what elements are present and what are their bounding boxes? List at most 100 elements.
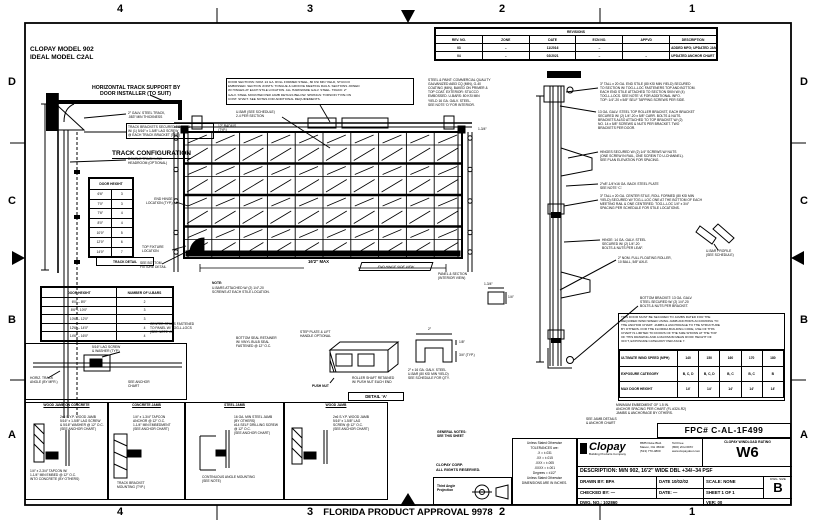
note-line: TRACK BRACKETS SECURED TO JAMB xyxy=(128,125,190,129)
table-cell: APPVD xyxy=(622,35,671,44)
zone-right-b: B xyxy=(800,314,808,326)
version-cell: VER: 00 xyxy=(703,498,792,506)
wing-label: U-BAR PROFILE(SEE SCHEDULE) xyxy=(706,249,734,257)
note-line: GALVANIZED A653 CQ (MIN), G-40 xyxy=(428,82,482,87)
track-radius-note: 12″ RADIUS(TYP.) xyxy=(218,124,236,132)
elevation-line xyxy=(438,229,458,238)
anchor-chart-note: THIS DOOR MUST BE SECURED TO JAMBS RATED… xyxy=(619,314,784,350)
jamb-panel-foot: 1/4″ x 2-3/4″ TAPCON W/1-1/4″ MIN EMBED … xyxy=(30,469,79,481)
note-line: TOP COAT. EXTERIOR: STUCCO xyxy=(428,90,479,95)
elevation-line xyxy=(381,147,403,161)
windload-label: CLOPAY WINDLOAD RATING xyxy=(724,440,771,444)
strut-profile-sketch xyxy=(415,333,457,363)
table-cell: 14′6″ – 16′0″ xyxy=(41,331,117,341)
third-angle-symbol xyxy=(472,484,509,500)
note-line: (513) 770-4800 xyxy=(640,448,661,453)
elevation-line xyxy=(173,249,179,255)
zone-left-a: A xyxy=(8,429,16,441)
elevation-line xyxy=(438,134,458,144)
elevation-line xyxy=(467,198,473,204)
table-cell: – xyxy=(575,51,624,60)
elevation-line xyxy=(243,229,263,238)
elevation-line xyxy=(173,229,179,236)
elevation-line xyxy=(467,135,473,141)
elevation-line xyxy=(187,134,207,144)
table-cell: B, C xyxy=(719,365,742,382)
track-configuration-title: TRACK CONFIGURATION xyxy=(112,150,191,160)
table-row: REVISIONS xyxy=(435,28,717,36)
table-row: 14′6″ – 16′0″4 xyxy=(41,331,173,341)
elevation-line xyxy=(382,229,402,238)
track-support-note-2: DOOR INSTALLER (TO SUIT) xyxy=(100,91,171,97)
jamb-panel-title: WOOD JAMB ON CONCRETE xyxy=(43,403,90,407)
note-line: FASTENED @ 12″ O.C. xyxy=(236,344,272,349)
strut-dim-34: 3/4″ (TYP.) xyxy=(459,353,475,357)
note-line: HINGE: 14 GA. GALV. STEEL xyxy=(602,238,646,242)
elevation-line xyxy=(270,179,292,193)
note-line: .XX = ±.015 xyxy=(536,455,553,460)
elevation-line xyxy=(297,210,320,224)
note-line: 3″ TALL x 20 GA. CENTER STILE, ROLL FORM… xyxy=(600,194,695,198)
date1-cell: DATE 10/02/02 xyxy=(656,476,703,488)
dim-1-3-4: 1-3/4″ xyxy=(478,127,487,131)
center-arrows xyxy=(12,10,804,506)
ubar-label: U-BAR (SEE SCHEDULE)2-4 PER SECTION xyxy=(236,110,275,118)
note-line: W/ (1) 5/16″ x 1-5/8″ LAG SCREW xyxy=(128,129,179,133)
sheet-cell: SHEET 1 OF 1 xyxy=(703,488,763,498)
description-row: DESCRIPTION: M/N 902, 16′2″ WIDE DBL +34… xyxy=(578,466,792,476)
elevation-line xyxy=(180,125,189,134)
elevation-line xyxy=(325,210,348,224)
elevation-line xyxy=(215,166,235,175)
above-titleblock-note: SEE JAMB DETAILS& ANCHOR CHART xyxy=(586,417,617,425)
note-line: EMBOSSED. SECTION JOINTS: TONGUE & GROOV… xyxy=(228,84,360,89)
table-row: 7′6″4 xyxy=(89,208,133,219)
note-line: (BY OTHERS) xyxy=(234,419,256,423)
jamb-panel-steel: STEEL JAMB 16 GA. MIN STEEL JAMB(BY OTHE… xyxy=(185,402,284,500)
note-line: END HINGE xyxy=(154,197,173,201)
table-cell: ADDED MFG; UPDATED JAMB ATTACHMENT. xyxy=(669,43,717,52)
copyright-note: CLOPAY CORP.ALL RIGHTS RESERVED. xyxy=(436,463,480,472)
side-view-tag: END HINGE SIDE VIEW xyxy=(358,262,434,271)
zone-left-c: C xyxy=(8,195,16,207)
note-line: SEE BOTTOM xyxy=(140,261,162,265)
table-cell: UPDATED ANCHOR CHART xyxy=(669,51,717,60)
note-line: 2″ x 16 GA. GALV. STEEL xyxy=(408,368,447,372)
table-row: 03–11/2016–ADDED MFG; UPDATED JAMB ATTAC… xyxy=(435,43,717,52)
elevation-line xyxy=(299,197,319,207)
note-line: TO PANEL W/ TOG-L-LOCS xyxy=(150,326,192,331)
table-row: 8′6″ – 10′0″3 xyxy=(41,305,173,316)
note-line: LOCATION xyxy=(142,249,159,254)
table-row: 10′0″5 xyxy=(89,227,133,238)
elevation-line xyxy=(410,229,430,238)
note-line: CHART IS LIMITED TO DOORS OF THE SIZE SH… xyxy=(621,331,717,336)
elevation-line xyxy=(381,179,403,193)
zone-bottom-2: 2 xyxy=(498,506,506,518)
note-line: (TYP.) xyxy=(218,128,228,133)
note-line: 1/4″ x 1-3/4″ TAPCON xyxy=(133,415,166,419)
note-line: .X = ±.031 xyxy=(537,450,552,455)
pushnut-iso-sketch xyxy=(328,341,400,384)
elevation-line xyxy=(173,198,179,204)
note-line: EMBOSSED. U-BARS: 80 KSI MIN xyxy=(428,94,480,99)
title-block: Clopay Building Products Company 8585 Du… xyxy=(577,438,792,506)
note-line: U-BAR PROFILE xyxy=(706,249,732,253)
table-cell: 02/2021 xyxy=(528,51,577,60)
table-cell: B, C, D xyxy=(698,365,721,382)
elevation-line xyxy=(409,147,431,161)
note-line: PANEL & SECTION xyxy=(438,272,468,276)
elevation-line xyxy=(214,179,236,193)
detail-a-label: DETAIL ‘A’ xyxy=(348,392,404,401)
note-line: INTO CONCRETE (BY OTHERS) xyxy=(30,477,80,481)
note-line: 2″x8″-1/4″x16 GA. BACK STEEL PLATE xyxy=(600,182,659,186)
note-line: (SEE NOTE ‘A’) xyxy=(150,330,174,335)
note-line: BRACKETS ALSO ATTACHED TO TOP BRACKET W/… xyxy=(598,118,683,123)
note-line: SCREWS AT EACH STILE LOCATION. xyxy=(212,290,270,295)
